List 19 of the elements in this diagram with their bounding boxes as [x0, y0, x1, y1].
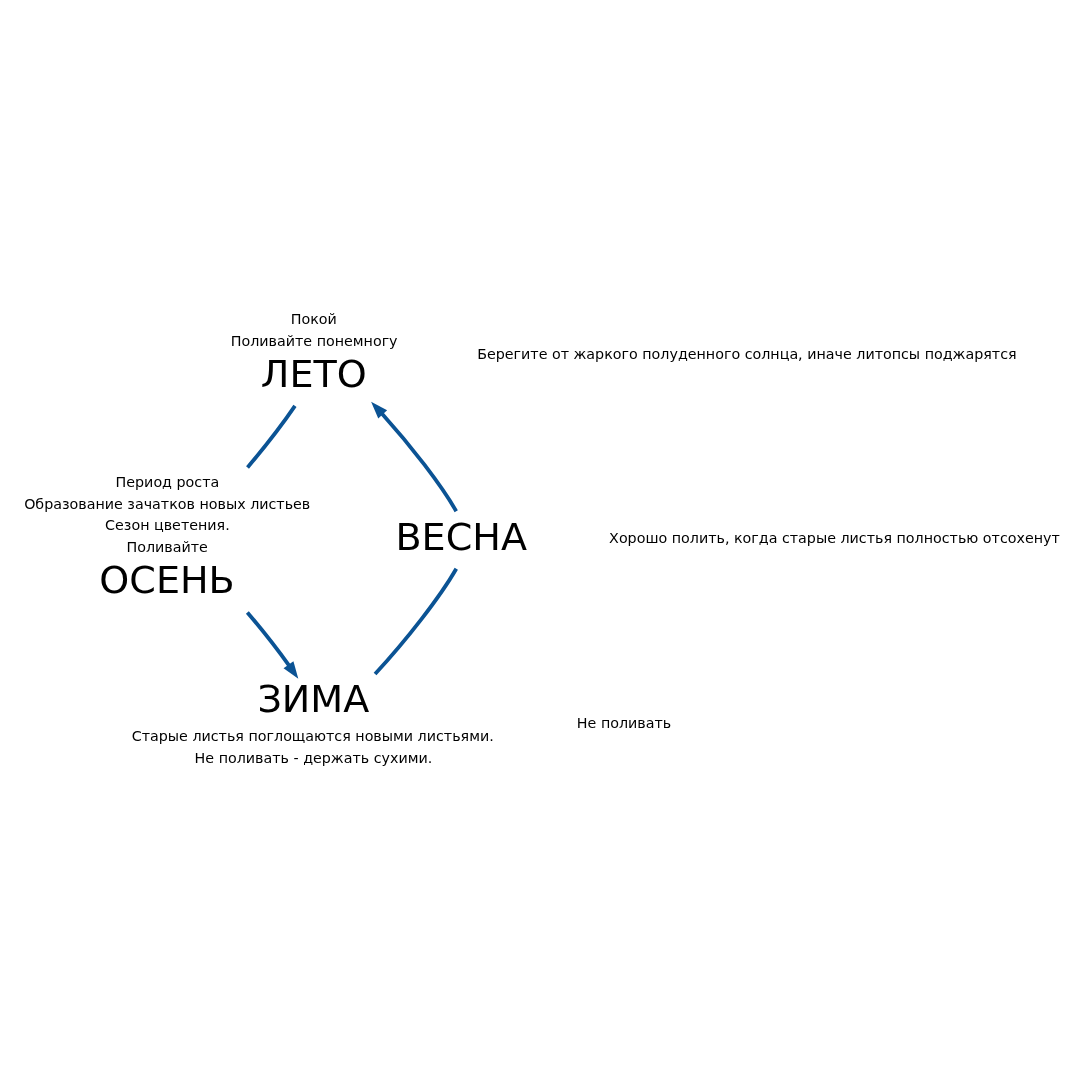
- node-text: ВЕСНА: [395, 514, 527, 559]
- node-text: ЛЕТО: [260, 351, 367, 396]
- node-label: Период роста: [115, 473, 220, 490]
- node-label: Образование зачатков новых листьев: [24, 495, 311, 512]
- node-label: Поливайте понемногу: [230, 332, 398, 349]
- label: Берегите от жаркого полуденного солнца, иначе литопсы поджарятся: [477, 345, 1017, 362]
- node-label: Поливайте: [126, 539, 208, 556]
- label: Не поливать: [576, 715, 672, 732]
- node-text: ЗИМА: [257, 677, 370, 722]
- label: Хорошо полить, когда старые листья полностью отсохенут: [609, 530, 1060, 547]
- connector: [246, 404, 297, 469]
- node-label: Сезон цветения.: [105, 517, 230, 534]
- node-label: Старые листья поглощаются новыми листьями.: [131, 727, 494, 744]
- node-label: Покой: [290, 310, 337, 327]
- node-text: ОСЕНЬ: [99, 558, 235, 603]
- arrow: [245, 611, 299, 679]
- connector: [373, 567, 458, 676]
- arrow: [371, 401, 458, 513]
- node-label: Не поливать - держать сухими.: [194, 749, 433, 766]
